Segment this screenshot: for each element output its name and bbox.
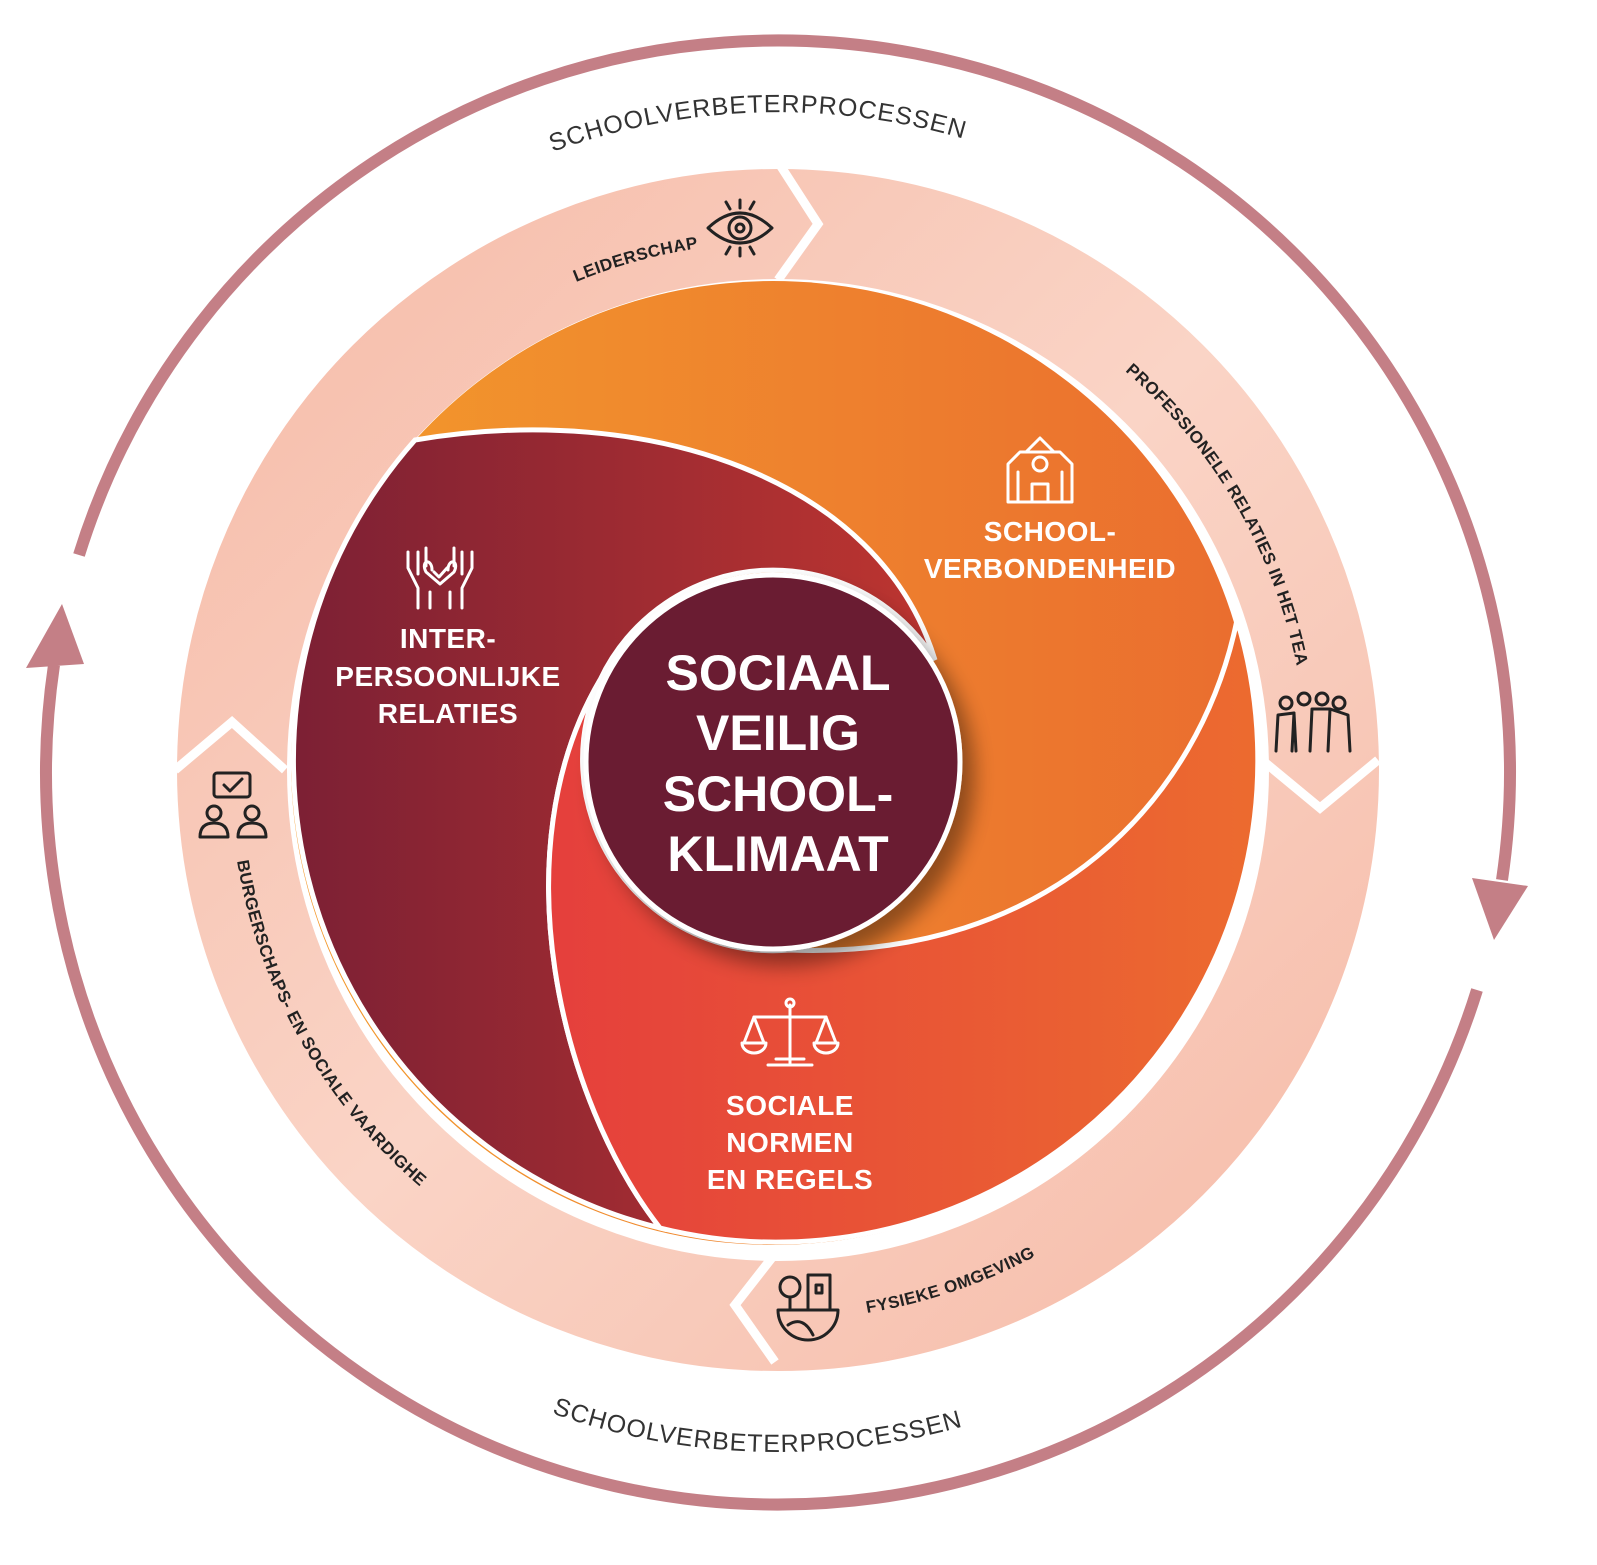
svg-text:SCHOOLVERBETERPROCESSEN: SCHOOLVERBETERPROCESSEN (545, 90, 970, 157)
band-chevron-bottom (729, 1247, 782, 1365)
label-line: EN REGELS (707, 1164, 873, 1195)
outer-ring-arc-top (73, 34, 1516, 881)
label-line: SOCIALE (726, 1090, 854, 1121)
building-globe-icon (776, 1273, 840, 1342)
outer-label-bottom: SCHOOLVERBETERPROCESSEN (550, 1392, 964, 1458)
label-line: RELATIES (378, 698, 518, 729)
center-line-4: KLIMAAT (667, 826, 888, 882)
band-chevron-right (1259, 756, 1381, 814)
arrowhead-down-icon (1472, 878, 1528, 940)
outer-ring-arc-bottom (40, 664, 1483, 1511)
eye-icon (706, 198, 774, 258)
outer-label-top: SCHOOLVERBETERPROCESSEN (545, 90, 969, 157)
center-circle (583, 572, 963, 952)
label-line: NORMEN (726, 1127, 853, 1158)
band-chevron-left (172, 716, 289, 774)
label-line: VERBONDENHEID (924, 553, 1176, 584)
label-line: PERSOONLIJKE (335, 661, 560, 692)
label-sociale-normen: SOCIALE NORMEN EN REGELS (707, 1090, 873, 1195)
center-line-1: SOCIAAL (666, 645, 891, 701)
segment-sociale-normen (546, 619, 1261, 1245)
label-schoolverbondenheid: SCHOOL- VERBONDENHEID (924, 516, 1176, 584)
label-line: INTER- (400, 623, 496, 654)
label-line: SCHOOL- (984, 516, 1117, 547)
team-icon (1274, 691, 1352, 753)
center-title: SOCIAAL VEILIG SCHOOL- KLIMAAT (663, 645, 894, 882)
people-chat-icon (198, 771, 268, 839)
arrowhead-up-icon (26, 604, 84, 668)
school-icon (1006, 436, 1074, 504)
center-line-3: SCHOOL- (663, 766, 894, 822)
label-interpersoonlijke-relaties: INTER- PERSOONLIJKE RELATIES (335, 623, 560, 729)
svg-text:SCHOOLVERBETERPROCESSEN: SCHOOLVERBETERPROCESSEN (550, 1392, 965, 1458)
center-line-2: VEILIG (696, 705, 860, 761)
outer-cycle-ring (26, 34, 1528, 1511)
hands-heart-icon (406, 546, 474, 610)
band-chevron-top (774, 162, 824, 283)
scales-icon (740, 997, 840, 1067)
